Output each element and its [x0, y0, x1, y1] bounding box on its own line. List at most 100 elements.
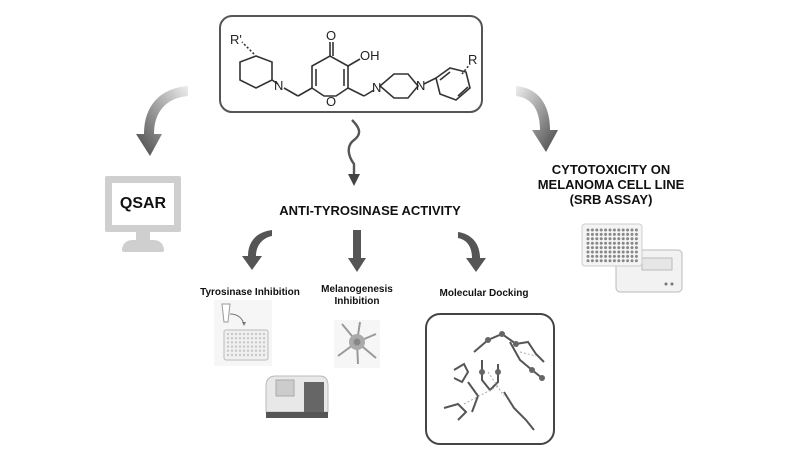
plate-well [262, 353, 266, 357]
plate-well [258, 353, 262, 357]
monitor-stand [122, 240, 164, 252]
plate-well [634, 259, 638, 263]
plate-well [590, 254, 594, 258]
plate-well [621, 259, 625, 263]
plate-well [586, 241, 590, 245]
plate-well [250, 341, 254, 344]
plate-well [608, 241, 612, 245]
plate-well [230, 349, 234, 352]
plate-well [634, 241, 638, 245]
plate-well [238, 337, 242, 340]
plate-well [617, 232, 621, 236]
plate-well [604, 254, 608, 258]
plate-well [246, 332, 250, 336]
plate-well [630, 250, 634, 254]
plate-well [250, 345, 254, 348]
plate-well [626, 232, 630, 236]
plate-well [238, 332, 242, 336]
plate-well [226, 349, 230, 352]
cytotoxicity-line-3: (SRB ASSAY) [569, 192, 653, 207]
plate-well [590, 250, 594, 254]
plate-well [234, 345, 238, 348]
plate-well [626, 241, 630, 245]
plate-well [608, 259, 612, 263]
plate-well [230, 353, 234, 357]
plate-well [626, 228, 630, 232]
plate-well [634, 228, 638, 232]
tyrosinase-assay-illustration [214, 300, 272, 366]
plate-well [234, 332, 238, 336]
plate-well [621, 250, 625, 254]
plate-well [234, 349, 238, 352]
plate-well [246, 349, 250, 352]
plate-well [617, 259, 621, 263]
plate-well [254, 345, 258, 348]
plate-well [246, 341, 250, 344]
plate-well [604, 259, 608, 263]
curved-arrow-docking-icon [458, 232, 486, 272]
plate-well [612, 232, 616, 236]
plate-well [242, 345, 246, 348]
melanogenesis-line-2: Inhibition [334, 296, 380, 307]
plate-well [254, 341, 258, 344]
plate-well [634, 232, 638, 236]
plate-well [595, 259, 599, 263]
plate-well [226, 341, 230, 344]
plate-well [599, 259, 603, 263]
cytotoxicity-line-2: MELANOMA CELL LINE [537, 177, 685, 192]
plate-well [595, 241, 599, 245]
plate-well [630, 254, 634, 258]
plate-well [226, 353, 230, 357]
plate-well [630, 228, 634, 232]
plate-well [621, 228, 625, 232]
plate-well [258, 332, 262, 336]
r-label: R [468, 52, 477, 67]
curved-arrow-left-icon [136, 86, 188, 156]
plate-well [630, 246, 634, 250]
plate-well [604, 237, 608, 241]
cytotoxicity-line-1: CYTOTOXICITY ON [551, 162, 671, 177]
plate-well [621, 237, 625, 241]
plate-well [595, 254, 599, 258]
plate-well [242, 332, 246, 336]
plate-well [586, 237, 590, 241]
plate-well [612, 259, 616, 263]
oxo-label: O [326, 28, 336, 43]
piperidine-n-label: N [274, 78, 283, 93]
plate-well [595, 250, 599, 254]
plate-well [230, 341, 234, 344]
plate-well [586, 228, 590, 232]
plate-well [595, 228, 599, 232]
plate-well [621, 232, 625, 236]
ring-oxygen-label: O [326, 94, 336, 109]
plate-well [626, 250, 630, 254]
piperazine-n2-label: N [416, 78, 425, 93]
plate-well [242, 341, 246, 344]
plate-well [250, 332, 254, 336]
plate-well [226, 345, 230, 348]
plate-well [634, 237, 638, 241]
plate-well [626, 259, 630, 263]
plate-well [254, 349, 258, 352]
curved-arrow-right-icon [516, 86, 558, 152]
plate-well [630, 241, 634, 245]
plate-well [604, 246, 608, 250]
plate-well [242, 337, 246, 340]
plate-well [612, 246, 616, 250]
qsar-monitor: QSAR [105, 176, 181, 232]
plate-well [250, 349, 254, 352]
plate-well [234, 341, 238, 344]
plate-well [262, 341, 266, 344]
plate-reader-illustration [581, 223, 683, 293]
qsar-label: QSAR [119, 195, 167, 212]
plate-well [226, 332, 230, 336]
plate-well [604, 232, 608, 236]
anti-tyrosinase-heading: ANTI-TYROSINASE ACTIVITY [279, 203, 461, 218]
plate-well [226, 337, 230, 340]
plate-well [634, 246, 638, 250]
melanogenesis-inhibition-label: Melanogenesis Inhibition [312, 284, 402, 308]
plate-well [599, 241, 603, 245]
spectrophotometer-illustration [265, 375, 329, 418]
plate-well [604, 250, 608, 254]
curved-arrow-tyrosinase-icon [242, 230, 272, 270]
